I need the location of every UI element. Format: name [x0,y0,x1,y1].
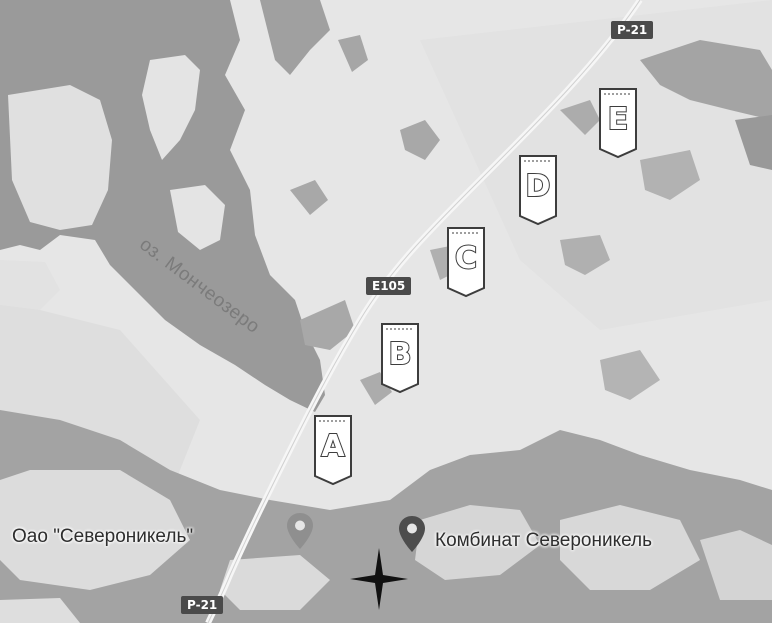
bookmark-flag-icon [381,323,419,394]
marker-e[interactable]: E [598,87,638,159]
place-label-kombinat[interactable]: Комбинат Североникель [435,530,653,551]
marker-letter: E [607,101,630,138]
marker-letter: B [388,336,413,373]
place-label-oao[interactable]: Оао "Североникель" [12,526,194,547]
marker-letter: A [320,428,345,465]
bookmark-flag-icon [599,88,637,159]
bookmark-flag-icon [519,155,557,226]
road-shield-middle: E105 [366,277,412,295]
map-pin-icon [287,513,313,549]
place-pin-oao[interactable] [286,512,314,550]
marker-b[interactable]: B [380,322,420,394]
marker-letter: C [454,240,478,277]
place-pin-kombinat[interactable] [398,515,426,553]
marker-letter: D [525,168,552,205]
bookmark-flag-icon [314,415,352,486]
road-shield-bottom: P-21 [181,596,224,614]
map-pin-icon [399,516,425,552]
marker-a[interactable]: A [313,414,353,486]
bookmark-flag-icon [447,227,485,298]
four-point-star-icon [350,548,408,610]
marker-c[interactable]: C [446,226,486,298]
road-shield-top: P-21 [611,21,654,39]
marker-d[interactable]: D [518,154,558,226]
